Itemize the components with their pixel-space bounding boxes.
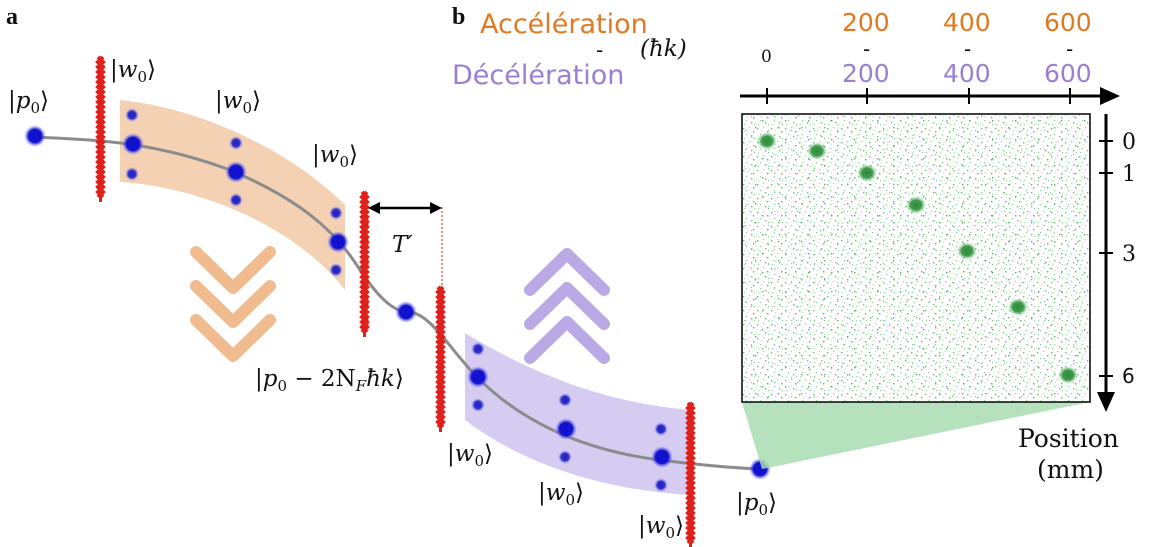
momentum-axis (740, 87, 1120, 105)
position-axis-unit: (mm) (1037, 455, 1104, 484)
dash-600: - (1066, 37, 1073, 61)
t-prime-label: T′ (392, 232, 413, 258)
atom-cluster-3 (327, 206, 349, 277)
ket-w0-3: |w0⟩ (312, 142, 358, 171)
atom-cluster-5 (555, 393, 577, 464)
laser-pulse-3 (436, 285, 445, 434)
momentum-unit: (ħk) (640, 36, 687, 62)
laser-pulse-4 (686, 401, 695, 547)
position-tick-3: 3 (1122, 242, 1136, 267)
ket-w0-2: |w0⟩ (215, 88, 261, 117)
accel-tick-600: 600 (1044, 8, 1092, 37)
deceleration-band (465, 333, 690, 495)
atom-cluster-1 (122, 108, 144, 181)
decel-tick-200: 200 (842, 59, 890, 88)
laser-pulse-1 (96, 55, 105, 204)
ket-w0-1: |w0⟩ (110, 57, 156, 86)
atom-clouds (757, 132, 1078, 384)
atom-cluster-2 (225, 136, 247, 207)
deceleration-label: Décélération (452, 60, 624, 91)
imaging-cone (742, 402, 1090, 469)
position-tick-1: 1 (1122, 162, 1136, 187)
position-tick-6: 6 (1122, 364, 1135, 388)
ket-p0-final: |p0⟩ (736, 490, 777, 519)
t-prime-marker (367, 202, 443, 330)
position-axis-title: Position (1018, 424, 1119, 453)
accel-tick-200: 200 (842, 8, 890, 37)
ket-w0-6: |w0⟩ (638, 513, 684, 542)
ket-w0-4: |w0⟩ (447, 441, 493, 470)
acceleration-label: Accélération (480, 9, 648, 40)
ket-p0-initial: |p0⟩ (8, 88, 49, 117)
ket-p0-shifted: |p0 − 2NFħk⟩ (255, 366, 404, 395)
laser-pulse-2 (360, 190, 369, 339)
atom-cluster-6 (651, 422, 673, 492)
deceleration-chevrons (524, 248, 610, 364)
panel-label-b: b (452, 4, 465, 30)
position-tick-0: 0 (1122, 130, 1136, 155)
dash-400: - (964, 37, 971, 61)
ket-w0-5: |w0⟩ (538, 480, 584, 509)
decel-tick-600: 600 (1044, 59, 1092, 88)
dash-separator-left: - (596, 38, 603, 62)
dash-200: - (863, 37, 870, 61)
panel-label-a: a (6, 4, 18, 30)
accel-tick-400: 400 (943, 8, 991, 37)
atom-between-pulses (395, 301, 417, 323)
decel-tick-400: 400 (943, 59, 991, 88)
atom-initial (24, 125, 46, 147)
decel-tick-0: 0 (761, 47, 772, 67)
position-axis (1097, 114, 1115, 412)
acceleration-chevrons (190, 246, 276, 362)
atom-cluster-4 (467, 342, 489, 412)
